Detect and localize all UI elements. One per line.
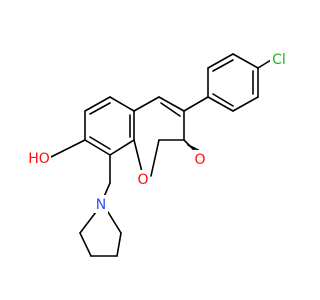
bond-line (84, 96, 111, 112)
bond-line (79, 211, 97, 234)
bond-line (150, 139, 160, 177)
bond-line (207, 53, 234, 69)
bond-line (109, 96, 135, 112)
hydroxy-label-mask (27, 149, 51, 167)
hydroxy-atom-label: HO (28, 151, 50, 167)
bond-line (160, 102, 181, 117)
ring-oxygen-label: O (137, 172, 148, 188)
bond-line (257, 59, 272, 69)
bond-line (133, 96, 160, 112)
nitrogen-label-mask (94, 195, 108, 213)
molecule-structure: Cl HO O O N (27, 50, 294, 257)
bond-line (212, 59, 234, 72)
bond-line (232, 53, 259, 69)
bond-line (212, 93, 234, 107)
bond-set (50, 53, 272, 257)
bond-line (232, 96, 259, 112)
bond-line (89, 136, 111, 150)
bond-line (89, 102, 111, 115)
bond-line (116, 232, 122, 257)
bond-line (50, 139, 86, 158)
bond-line (158, 96, 185, 112)
nitrogen-atom-label: N (96, 197, 106, 213)
atom-labels: Cl HO O O N (27, 50, 294, 213)
ring-o-label-mask (136, 170, 150, 188)
bond-line (183, 96, 209, 112)
bond-line (84, 139, 111, 156)
bond-line (207, 96, 234, 112)
bond-line (109, 139, 135, 156)
carbonyl-o-label-mask (193, 150, 207, 168)
bond-line (79, 232, 92, 257)
bond-line (107, 211, 122, 234)
cl-label-mask (270, 50, 294, 68)
carbonyl-oxygen-label: O (194, 152, 205, 168)
cl-atom-label: Cl (272, 52, 286, 68)
